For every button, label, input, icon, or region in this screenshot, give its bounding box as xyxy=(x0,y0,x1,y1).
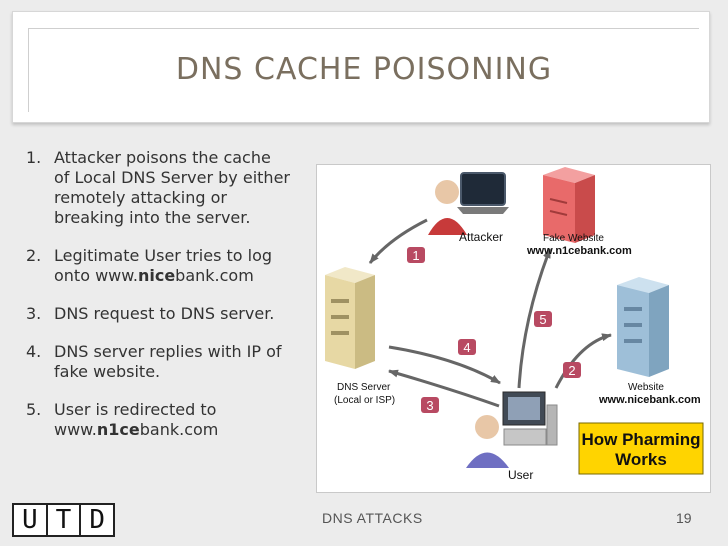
fake-url-label: www.n1cebank.com xyxy=(526,245,632,257)
svg-text:3: 3 xyxy=(426,398,433,413)
list-line: DNS server replies with IP of xyxy=(54,342,282,361)
dns-server-icon xyxy=(325,267,375,369)
real-url-label: www.nicebank.com xyxy=(598,394,701,406)
list-line: www.n1cebank.com xyxy=(54,420,326,440)
list-line: Legitimate User tries to log xyxy=(54,246,273,265)
svg-text:2: 2 xyxy=(568,363,575,378)
arrow-attacker-to-dns xyxy=(368,218,428,264)
step-badge: 5 xyxy=(534,311,552,327)
real-server-icon xyxy=(617,277,669,377)
pharming-diagram: 1 2 3 4 5 Attacker Fake Website www.n1ce… xyxy=(316,164,711,493)
list-line: Attacker poisons the cache xyxy=(54,148,271,167)
svg-text:5: 5 xyxy=(539,312,546,327)
url-prefix: www. xyxy=(54,420,97,439)
logo-letter: T xyxy=(48,505,82,535)
list-line: onto www.nicebank.com xyxy=(54,266,326,286)
fake-server-icon xyxy=(543,167,595,243)
arrow-dns-to-user xyxy=(388,345,501,385)
diagram-svg: 1 2 3 4 5 Attacker Fake Website www.n1ce… xyxy=(325,167,704,482)
footer-section: DNS ATTACKS xyxy=(322,510,423,526)
url-suffix: bank.com xyxy=(175,266,254,285)
list-item: 1. Attacker poisons the cache of Local D… xyxy=(26,148,326,228)
pharming-line1: How Pharming xyxy=(581,430,700,449)
user-icon xyxy=(466,391,558,468)
attacker-icon xyxy=(428,172,509,235)
pharming-box xyxy=(578,422,704,475)
list-line: fake website. xyxy=(54,362,161,381)
list-item: 5. User is redirected to www.n1cebank.co… xyxy=(26,400,326,440)
list-number: 3. xyxy=(26,304,42,323)
url-bold: nice xyxy=(137,266,176,285)
step-badge: 1 xyxy=(407,247,425,263)
steps-list: 1. Attacker poisons the cache of Local D… xyxy=(26,148,326,458)
attacker-label: Attacker xyxy=(459,230,503,244)
dns-server-label: DNS Server xyxy=(337,382,391,393)
step-badge: 4 xyxy=(458,339,476,355)
list-line: breaking into the server. xyxy=(54,208,251,227)
arrow-user-to-fake xyxy=(517,248,552,389)
title-card xyxy=(12,11,710,123)
list-number: 2. xyxy=(26,246,42,265)
arrow-user-to-real xyxy=(554,333,612,389)
list-line: remotely attacking or xyxy=(54,188,227,207)
list-item: 2. Legitimate User tries to log onto www… xyxy=(26,246,326,286)
title-frame xyxy=(28,28,699,112)
list-number: 4. xyxy=(26,342,42,361)
logo-letter: D xyxy=(89,505,105,535)
url-prefix: onto www. xyxy=(54,266,138,285)
utd-logo: U T D xyxy=(12,503,115,537)
list-number: 1. xyxy=(26,148,42,167)
step-badge: 3 xyxy=(421,397,439,413)
list-line: User is redirected to xyxy=(54,400,217,419)
url-suffix: bank.com xyxy=(139,420,219,439)
user-label: User xyxy=(508,468,533,482)
page-number: 19 xyxy=(676,510,692,526)
logo-letter: U xyxy=(14,505,48,535)
svg-text:4: 4 xyxy=(463,340,470,355)
url-bold: n1ce xyxy=(96,420,140,439)
list-number: 5. xyxy=(26,400,42,419)
pharming-line2: Works xyxy=(615,450,667,469)
svg-text:1: 1 xyxy=(412,248,419,263)
step-badge: 2 xyxy=(563,362,581,378)
fake-website-label: Fake Website xyxy=(543,233,604,244)
list-line: DNS request to DNS server. xyxy=(54,304,275,323)
slide-title: DNS CACHE POISONING xyxy=(175,52,553,87)
dns-server-sublabel: (Local or ISP) xyxy=(334,395,395,406)
arrow-user-to-dns xyxy=(388,369,500,408)
list-item: 4. DNS server replies with IP of fake we… xyxy=(26,342,326,382)
list-line: of Local DNS Server by either xyxy=(54,168,290,187)
list-item: 3. DNS request to DNS server. xyxy=(26,304,326,324)
website-label: Website xyxy=(628,382,664,393)
